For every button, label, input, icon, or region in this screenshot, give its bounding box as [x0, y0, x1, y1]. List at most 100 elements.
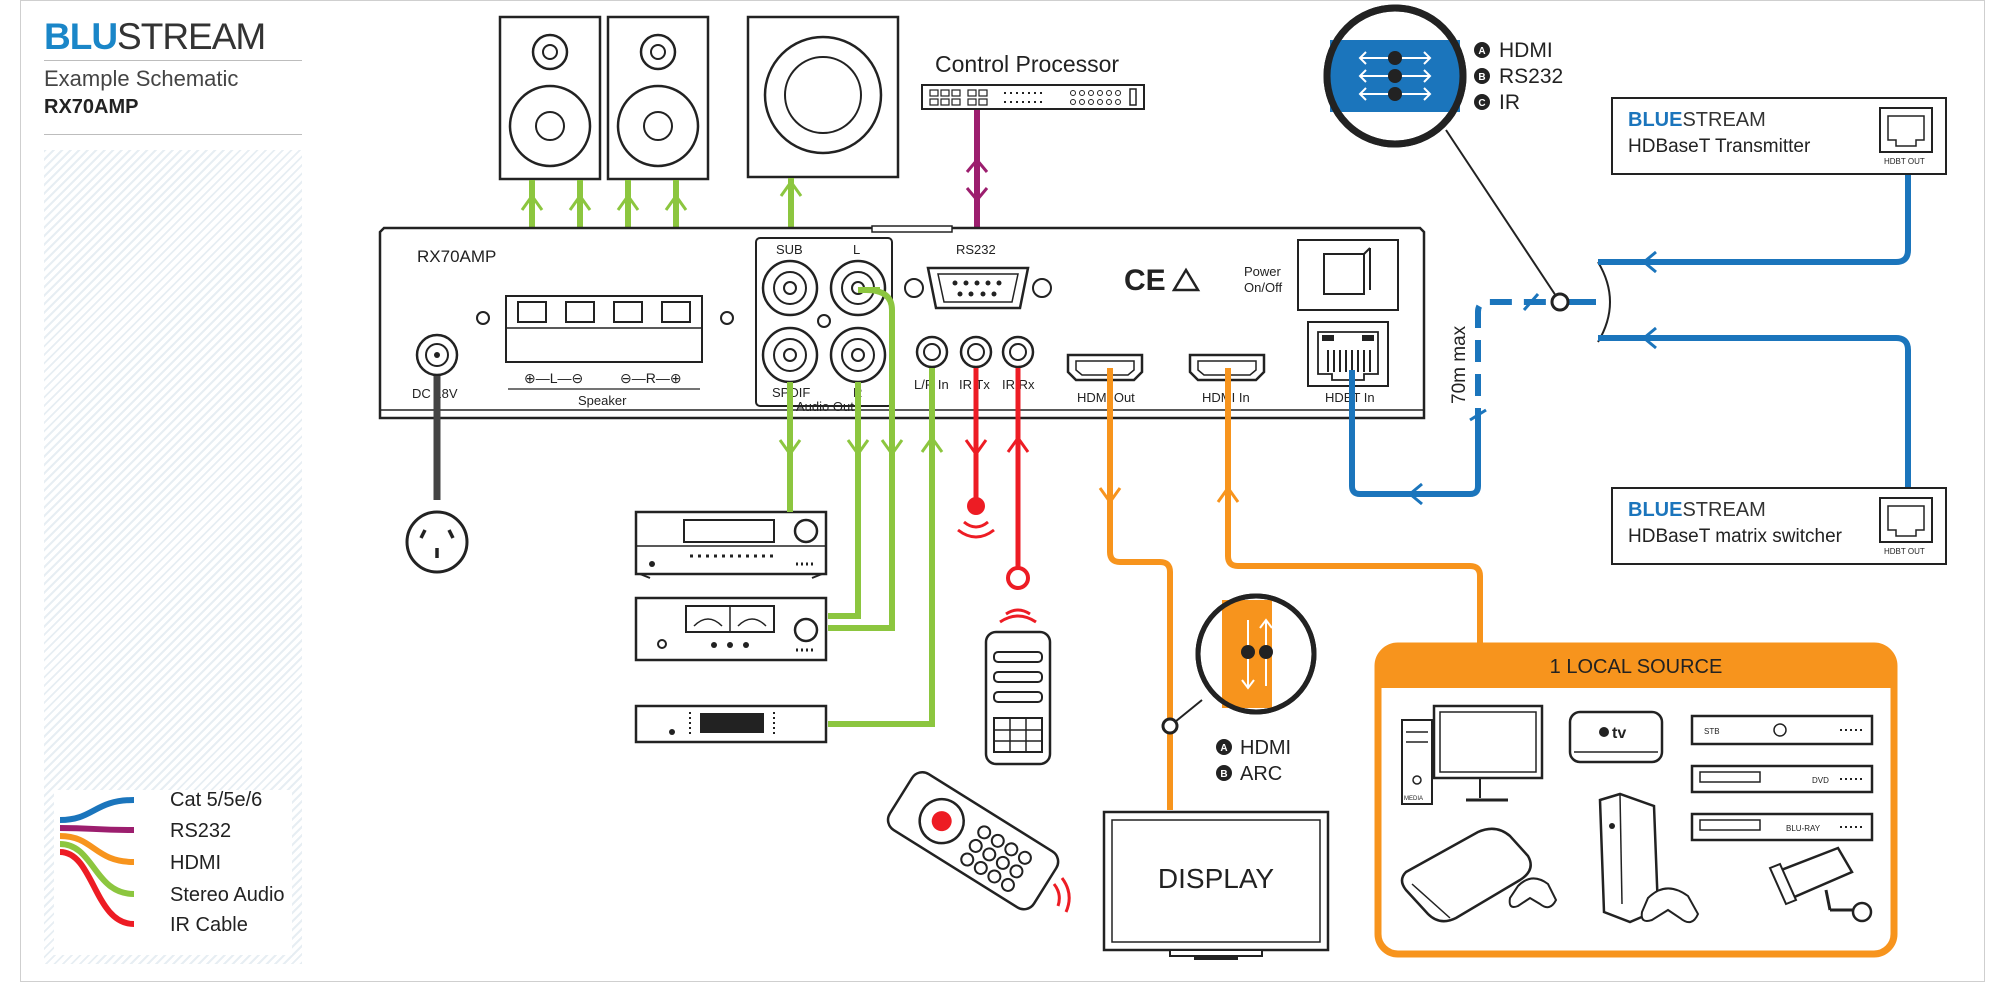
sidebar-hatch-panel: Cat 5/5e/6 RS232 HDMI Stereo Audio IR Ca…	[44, 150, 302, 964]
remote-control-vertical	[984, 630, 1052, 766]
stereo-amplifier	[634, 596, 828, 662]
hdbt-in-port	[1307, 321, 1389, 387]
legend-swatch-ir	[59, 849, 135, 927]
subwoofer	[746, 15, 900, 179]
cable-legend: Cat 5/5e/6 RS232 HDMI Stereo Audio IR Ca…	[54, 789, 292, 955]
stb-label: STB	[1704, 727, 1720, 736]
set-top-box	[1690, 714, 1874, 746]
transmitter-port-label: HDBT OUT	[1884, 157, 1925, 166]
hdmi-out-label: HDMI Out	[1077, 390, 1135, 405]
speaker-left	[498, 15, 602, 181]
remote-control-angled	[886, 770, 1060, 911]
transmitter-logo-light: STREAM	[1682, 109, 1765, 131]
hdbaset-transmitter	[1611, 97, 1947, 175]
ir-rx-jack	[1001, 335, 1035, 369]
av-receiver	[634, 510, 828, 579]
cat-callout	[1323, 4, 1570, 312]
screw-left	[476, 311, 490, 325]
security-camera	[1768, 846, 1873, 923]
sidebar-divider	[44, 134, 302, 135]
legend-swatch-hdmi	[59, 833, 135, 865]
rs232-arrows	[965, 157, 989, 203]
ir-emitter-waves	[957, 520, 995, 539]
cat-arrow-transmitter	[1641, 250, 1657, 274]
audio-out-label: Audio Out	[796, 399, 854, 414]
hdmi-callout-letter-a: A	[1220, 743, 1227, 754]
cat-callout-label-rs232: RS232	[1499, 65, 1563, 88]
dvd-player	[1690, 764, 1874, 794]
cat-callout-label-ir: IR	[1499, 91, 1520, 114]
cat-arrow-matrix	[1641, 326, 1657, 350]
rs232-label: RS232	[956, 242, 996, 257]
control-processor	[921, 84, 1145, 110]
dc-jack	[415, 333, 459, 377]
speaker-cable-arrows	[520, 179, 803, 211]
logo-bold: BLU	[44, 16, 118, 57]
transmitter-logo: BLUESTREAM	[1628, 109, 1766, 131]
page-frame	[20, 0, 1985, 982]
hdmi-out-arrow	[1098, 487, 1122, 505]
hdmi-callout-label-hdmi: HDMI	[1240, 737, 1291, 759]
matrix-label: HDBaseT matrix switcher	[1628, 526, 1843, 547]
distance-label: 70m max	[1449, 325, 1470, 404]
speaker-right	[606, 15, 710, 181]
transmitter-label: HDBaseT Transmitter	[1628, 136, 1811, 157]
page-model: RX70AMP	[44, 96, 139, 118]
legend-label-cat: Cat 5/5e/6	[170, 789, 263, 811]
ir-receiver-waves	[999, 608, 1037, 624]
cd-player	[634, 704, 828, 744]
cat-callout-letter-b: B	[1478, 72, 1485, 83]
matrix-logo-light: STREAM	[1682, 499, 1765, 521]
cat-callout-letter-c: C	[1478, 98, 1485, 109]
sidebar-divider	[44, 60, 302, 61]
game-console-xbox	[1598, 792, 1700, 924]
hdmi-arc-callout	[1161, 593, 1317, 735]
audio-cable-arrows	[778, 435, 944, 457]
hdmi-callout-letter-b: B	[1220, 769, 1227, 780]
cat-callout-letter-a: A	[1478, 46, 1485, 57]
legend-label-hdmi: HDMI	[170, 852, 222, 874]
matrix-port-label: HDBT OUT	[1884, 547, 1925, 556]
hdmi-out-port	[1066, 353, 1144, 382]
compliance-icon	[1171, 267, 1201, 292]
legend-swatches	[59, 797, 135, 927]
display-tv	[1102, 810, 1330, 960]
cat-callout-label-hdmi: HDMI	[1499, 39, 1553, 62]
legend-label-audio: Stereo Audio	[170, 884, 285, 906]
matrix-logo-bold: BLUE	[1628, 499, 1682, 521]
local-source-title: 1 LOCAL SOURCE	[1550, 656, 1723, 678]
brand-logo: BLUSTREAM	[44, 16, 302, 58]
cat-cable-dashed	[1475, 299, 1562, 430]
dvd-label: DVD	[1812, 776, 1829, 785]
screw-right	[720, 311, 734, 325]
hdmi-in-port	[1188, 353, 1266, 382]
legend-swatch-rs232	[59, 825, 135, 833]
ir-emitter	[967, 497, 985, 515]
hdmi-callout-label-arc: ARC	[1240, 763, 1282, 785]
rx70amp-chassis	[378, 225, 1426, 420]
pc-computer	[1401, 704, 1544, 805]
cat-cable-matrix	[1598, 335, 1911, 512]
ir-tx-jack	[959, 335, 993, 369]
display-label: DISPLAY	[1158, 863, 1275, 894]
page-subtitle: Example Schematic	[44, 66, 239, 91]
media-label: MEDIA	[1404, 796, 1423, 802]
cat-split-bracket	[1597, 261, 1611, 343]
logo-light: STREAM	[117, 16, 266, 57]
l-label: L	[853, 242, 860, 257]
speaker-right-polarity: ⊖—R—⊕	[620, 370, 682, 386]
ir-rx-arrow	[1006, 435, 1030, 453]
apple-tv	[1568, 710, 1664, 764]
power-label-1: Power	[1244, 264, 1282, 279]
power-outlet-icon	[405, 510, 469, 574]
rs232-port	[904, 266, 1052, 310]
bluray-player	[1690, 812, 1874, 842]
control-processor-label: Control Processor	[935, 51, 1119, 77]
audio-cables-lower	[787, 287, 935, 727]
legend-label-rs232: RS232	[170, 820, 232, 842]
matrix-logo: BLUESTREAM	[1628, 499, 1766, 521]
legend-swatch-audio	[59, 841, 135, 897]
ir-tx-arrow	[964, 439, 988, 457]
